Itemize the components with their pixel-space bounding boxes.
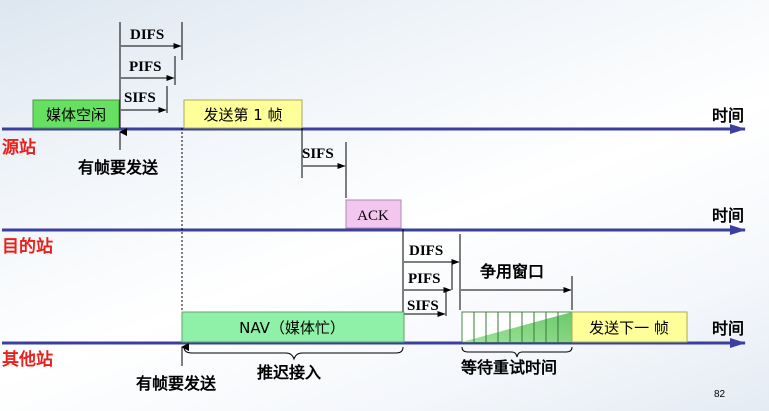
medium-idle-text: 媒体空闲	[46, 106, 106, 124]
dest-pifs-label: PIFS	[408, 271, 441, 287]
destination-time-label: 时间	[712, 206, 744, 225]
pifs-label: PIFS	[129, 59, 162, 75]
send-first-frame-text: 发送第 1 帧	[203, 106, 282, 124]
have-frame-text: 有帧要发送	[78, 158, 159, 177]
page-number: 82	[714, 389, 726, 400]
backoff-wait-text: 等待重试时间	[460, 358, 557, 377]
dest-difs-label: DIFS	[409, 243, 443, 259]
sifs-label: SIFS	[124, 90, 156, 106]
others-time-label: 时间	[712, 319, 744, 338]
nav-text: NAV（媒体忙）	[239, 319, 345, 337]
others-have-frame-text: 有帧要发送	[136, 374, 217, 393]
deferred-access-brace	[183, 346, 404, 361]
source-label: 源站	[2, 137, 36, 158]
backoff-slots	[461, 311, 573, 343]
backoff-wait-brace	[461, 346, 573, 358]
send-next-frame-text: 发送下一 帧	[589, 319, 669, 337]
sifs-after-frame-label: SIFS	[302, 146, 334, 162]
source-time-label: 时间	[712, 106, 744, 125]
difs-label: DIFS	[130, 27, 164, 43]
contention-window-label: 争用窗口	[480, 262, 544, 281]
destination-label: 目的站	[2, 236, 53, 257]
nav-box	[181, 311, 405, 343]
send-next-frame-box	[571, 311, 688, 343]
send-first-frame-box	[183, 99, 303, 129]
others-label: 其他站	[2, 349, 53, 370]
dest-sifs-label: SIFS	[407, 298, 439, 314]
ack-text: ACK	[357, 208, 389, 224]
ack-box	[345, 199, 402, 229]
deferred-access-text: 推迟接入	[257, 363, 321, 382]
medium-idle-box	[32, 99, 120, 129]
